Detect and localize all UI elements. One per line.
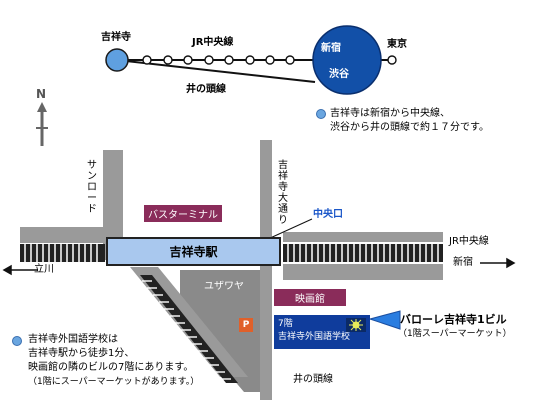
directions-line2: 吉祥寺駅から徒歩1分、 xyxy=(28,348,135,359)
central-exit-label: 中央口 xyxy=(313,209,343,220)
directions-bullet xyxy=(12,336,22,346)
central-exit-pointer xyxy=(267,218,313,240)
building-name-label: バローレ吉祥寺1ビル xyxy=(400,313,507,326)
compass-north-label: N xyxy=(36,87,47,101)
route-note-line1: 吉祥寺は新宿から中央線、 xyxy=(330,108,450,119)
tachikawa-arrow-icon xyxy=(2,264,38,276)
east-top-platform xyxy=(283,232,443,242)
building-pointer-icon xyxy=(368,310,401,330)
school-floor-label: 7階 xyxy=(278,319,293,329)
yuzawaya-label: ユザワヤ xyxy=(204,281,244,292)
route-shibuya-label: 渋谷 xyxy=(329,69,349,80)
kichijoji-dori-street xyxy=(260,140,272,400)
yuzawaya-block xyxy=(180,270,260,392)
sun-road-label: サンロード xyxy=(87,160,97,215)
star-logo-icon xyxy=(346,318,366,332)
chuo-line-label: JR中央線 xyxy=(449,236,489,247)
jr-chuo-railway xyxy=(20,244,443,262)
route-map xyxy=(105,25,397,95)
route-kichijoji-label: 吉祥寺 xyxy=(101,32,131,43)
route-note-line2: 渋谷から井の頭線で約１７分です。 xyxy=(330,122,489,133)
kichijoji-station-dot xyxy=(105,48,129,72)
directions-line3: 映画館の隣のビルの7階にあります。 xyxy=(28,362,194,373)
north-arrow-icon xyxy=(36,102,48,146)
kichijoji-station: 吉祥寺駅 xyxy=(106,237,281,266)
kichijoji-dori-label: 吉祥寺大通り xyxy=(278,160,288,226)
street-map xyxy=(2,140,516,400)
east-platform xyxy=(283,264,443,280)
school-name-label: 吉祥寺外国語学校 xyxy=(278,332,351,342)
building-note-label: （1階スーパーマーケット） xyxy=(398,329,512,339)
inokashira-line-label: 井の頭線 xyxy=(293,374,333,385)
inokashira-line-track xyxy=(116,59,316,83)
route-inokashira-label: 井の頭線 xyxy=(186,84,226,95)
bus-terminal-label: バスターミナル xyxy=(148,210,218,221)
shinjuku-arrow-icon xyxy=(480,257,516,269)
route-note-bullet xyxy=(316,109,326,119)
directions-line4: （1階にスーパーマーケットがあります。） xyxy=(28,377,200,387)
shinjuku-shibuya-hub xyxy=(312,25,382,95)
inokashira-railway xyxy=(130,267,248,383)
shinjuku-label: 新宿 xyxy=(453,257,473,268)
cinema: 映画館 xyxy=(274,289,346,306)
sun-road-street xyxy=(103,150,123,260)
school-building: 7階 吉祥寺外国語学校 xyxy=(274,315,370,349)
cinema-label: 映画館 xyxy=(295,294,325,305)
directions-note: 吉祥寺外国語学校は 吉祥寺駅から徒歩1分、 映画館の隣のビルの7階にあります。 … xyxy=(28,333,199,389)
route-shinjuku-label: 新宿 xyxy=(321,43,341,54)
route-tokyo-label: 東京 xyxy=(387,39,407,50)
chuo-line-stops xyxy=(142,55,295,65)
west-platform xyxy=(20,227,105,243)
directions-line1: 吉祥寺外国語学校は xyxy=(28,334,118,345)
route-chuo-label: JR中央線 xyxy=(192,37,234,48)
station-name-label: 吉祥寺駅 xyxy=(169,245,218,259)
route-note: 吉祥寺は新宿から中央線、 渋谷から井の頭線で約１７分です。 xyxy=(330,107,489,135)
tokyo-station-dot xyxy=(387,55,397,65)
parking-label: P xyxy=(242,320,250,330)
parking-sign: P xyxy=(239,318,253,332)
tachikawa-label: 立川 xyxy=(34,264,54,275)
bus-terminal: バスターミナル xyxy=(144,205,222,222)
